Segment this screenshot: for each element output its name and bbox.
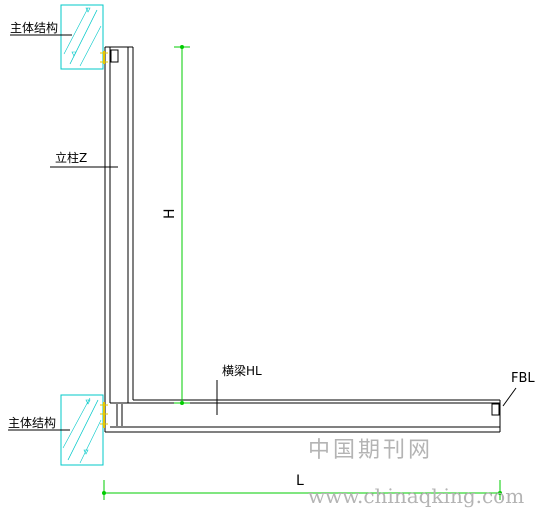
- label-beam-hl: 横梁HL: [222, 364, 262, 378]
- label-main-structure-bottom: 主体结构: [8, 416, 57, 430]
- watermark-url: www.chinaqking.com: [308, 484, 525, 508]
- anchor-bottom: [100, 402, 108, 428]
- label-base-fbl: FBL: [511, 371, 535, 386]
- watermark-title: 中国期刊网: [308, 438, 434, 463]
- dimension-l-label: L: [296, 473, 304, 489]
- label-main-structure-top: 主体结构: [10, 21, 59, 35]
- column-z: [104, 46, 134, 432]
- beam-hl: [105, 399, 501, 433]
- leader-lines: [8, 34, 517, 431]
- main-structure-top: [60, 4, 104, 70]
- dimension-l-line: [102, 480, 502, 500]
- dimension-h-line: [174, 45, 190, 405]
- label-column-z: 立柱Z: [55, 151, 88, 165]
- dimension-h-label: H: [162, 208, 178, 219]
- anchor-top: [100, 51, 108, 64]
